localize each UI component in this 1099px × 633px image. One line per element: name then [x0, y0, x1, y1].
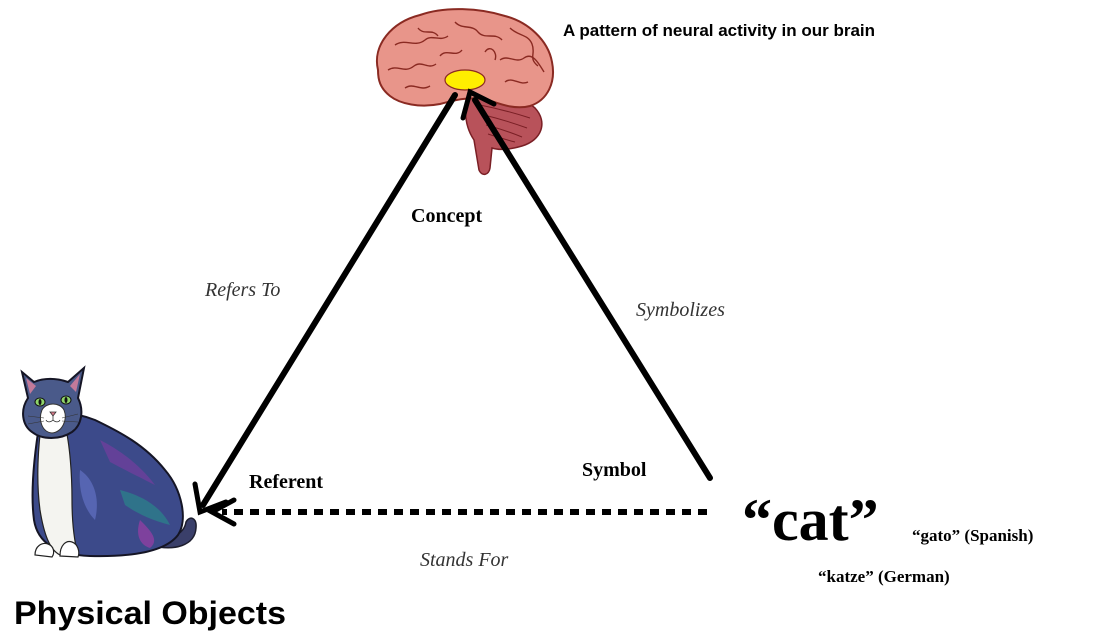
refers-to-arrow [192, 92, 458, 516]
stands-for-label: Stands For [420, 549, 509, 571]
translation-german: “katze” (German) [818, 567, 950, 586]
referent-label: Referent [249, 471, 323, 493]
symbolizes-label: Symbolizes [636, 299, 725, 321]
translation-spanish: “gato” (Spanish) [912, 526, 1033, 545]
cat-word: “cat” [742, 487, 879, 553]
symbol-label: Symbol [582, 459, 647, 481]
concept-label: Concept [411, 205, 482, 227]
symbolizes-arrow [460, 88, 713, 481]
physical-objects-label: Physical Objects [14, 595, 286, 631]
refers-to-label: Refers To [204, 279, 280, 301]
stands-for-arrow [206, 497, 707, 527]
brain-icon [375, 8, 554, 176]
brain-caption: A pattern of neural activity in our brai… [563, 21, 875, 40]
cat-icon [20, 365, 197, 558]
